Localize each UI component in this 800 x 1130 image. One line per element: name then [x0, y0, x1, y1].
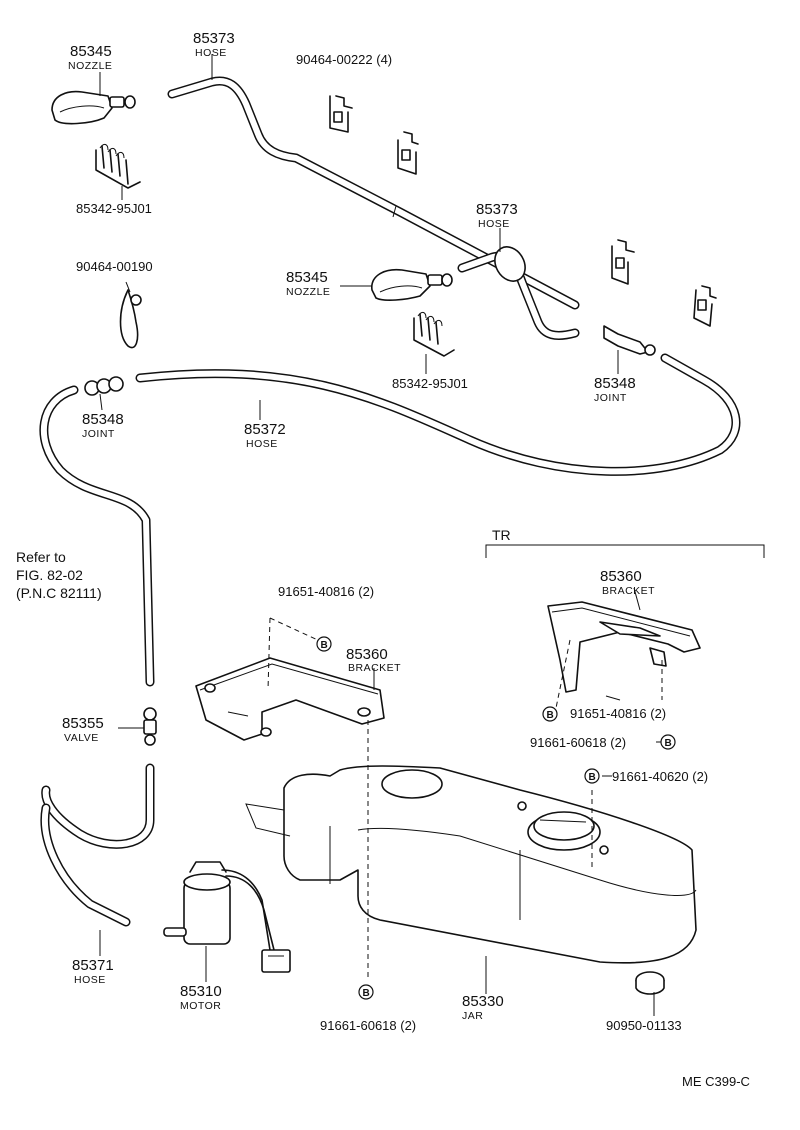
hose-left-vertical [39, 385, 155, 687]
bolt-marker-2: B [542, 706, 558, 722]
label-joint-right-number: 85348 [594, 375, 636, 392]
bolt-marker-3: B [660, 734, 676, 750]
ref-line-2: FIG. 82-02 [16, 567, 83, 583]
jar-85330 [245, 765, 697, 964]
label-bolt-main-number: 91651-40816 (2) [278, 584, 374, 599]
label-tr-bolt-2-number: 91661-60618 (2) [530, 735, 626, 750]
label-nozzle-top-name: NOZZLE [68, 60, 112, 72]
bolt-marker-5: B [358, 984, 374, 1000]
label-nozzle-mid-number: 85345 [286, 269, 328, 286]
motor-85310 [163, 861, 291, 973]
svg-text:B: B [321, 640, 328, 651]
hose-85371 [40, 763, 155, 927]
clip-90464-00222-a [329, 95, 353, 133]
label-hose-bottom-number: 85371 [72, 957, 114, 974]
label-clip-top-number: 90464-00222 (4) [296, 52, 392, 67]
label-clip-left-number: 85342-95J01 [76, 201, 152, 216]
bolt-marker-4: B [584, 768, 600, 784]
label-clip-mid-number: 85342-95J01 [392, 376, 468, 391]
label-valve-number: 85355 [62, 715, 104, 732]
valve-85355 [143, 707, 157, 746]
clamp-90464-00190 [119, 281, 142, 349]
label-joint-right-name: JOINT [594, 392, 627, 404]
clip-90464-00222-b [397, 131, 419, 175]
joint-85348-right [603, 325, 656, 356]
label-hose-bottom-name: HOSE [74, 974, 106, 986]
leader-lines [99, 54, 664, 1016]
label-cap-number: 90950-01133 [606, 1018, 682, 1033]
label-hose-long-name: HOSE [246, 438, 278, 450]
label-tr-bracket-name: BRACKET [602, 585, 655, 597]
label-nozzle-mid-name: NOZZLE [286, 286, 330, 298]
figure-code: ME C399-C [682, 1074, 750, 1089]
tr-bracket-85360 [547, 601, 701, 693]
nozzle-85345-top [51, 90, 136, 125]
bolt-marker-1: B [316, 636, 332, 652]
nozzle-85345-mid [371, 268, 453, 301]
tr-label: TR [492, 527, 511, 543]
label-bracket-main-name: BRACKET [348, 662, 401, 674]
label-bolt-bottom-number: 91661-60618 (2) [320, 1018, 416, 1033]
hose-85373-top [167, 76, 580, 310]
label-bracket-main-number: 85360 [346, 646, 388, 663]
label-jar-number: 85330 [462, 993, 504, 1010]
label-hose-mid-number: 85373 [476, 201, 518, 218]
ref-line-3: (P.N.C 82111) [16, 585, 102, 601]
svg-text:B: B [665, 738, 672, 749]
clip-85342-left [95, 143, 141, 189]
clip-90464-00222-c [611, 239, 635, 285]
label-tr-bolt-3-number: 91661-40620 (2) [612, 769, 708, 784]
ref-line-1: Refer to [16, 549, 66, 565]
label-motor-name: MOTOR [180, 1000, 221, 1012]
label-clamp-number: 90464-00190 [76, 259, 153, 274]
joint-85348-left [84, 376, 124, 396]
clip-90464-00222-d [693, 285, 717, 327]
label-joint-left-name: JOINT [82, 428, 115, 440]
clip-85342-mid [413, 311, 455, 357]
label-hose-top-name: HOSE [195, 47, 227, 59]
label-nozzle-top-number: 85345 [70, 43, 112, 60]
svg-text:B: B [589, 772, 596, 783]
tr-frame: TR [485, 527, 765, 558]
hose-85373-mid [457, 246, 580, 340]
cap-90950-01133 [635, 971, 665, 995]
label-motor-number: 85310 [180, 983, 222, 1000]
label-tr-bolt-1-number: 91651-40816 (2) [570, 706, 666, 721]
label-valve-name: VALVE [64, 732, 99, 744]
bolt-markers: B B B B B [316, 636, 676, 1000]
label-hose-long-number: 85372 [244, 421, 286, 438]
hose-85372 [135, 353, 741, 476]
svg-text:B: B [363, 988, 370, 999]
label-joint-left-number: 85348 [82, 411, 124, 428]
label-hose-mid-name: HOSE [478, 218, 510, 230]
label-tr-bracket-number: 85360 [600, 568, 642, 585]
svg-text:B: B [547, 710, 554, 721]
label-jar-name: JAR [462, 1010, 483, 1022]
label-hose-top-number: 85373 [193, 30, 235, 47]
labels: 85345 NOZZLE 85373 HOSE 90464-00222 (4) … [16, 30, 750, 1089]
guide-lines [267, 617, 663, 980]
bracket-85360-main [195, 657, 385, 741]
